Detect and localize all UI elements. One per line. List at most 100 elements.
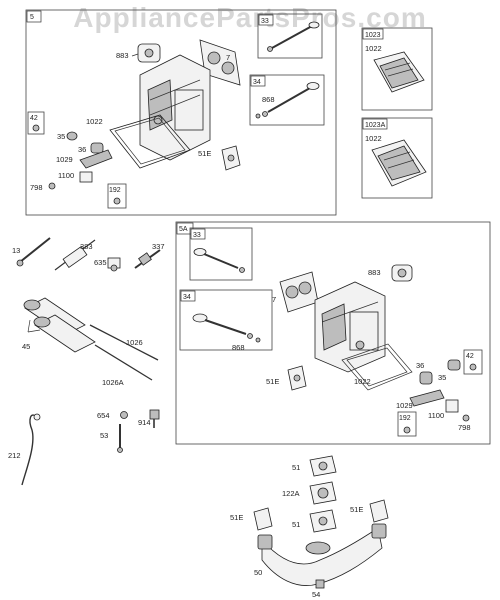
label-35-a: 35 [57, 132, 65, 141]
bolt-13 [16, 237, 51, 267]
gasket-883-b [391, 264, 413, 282]
label-1022-d: 1022 [354, 377, 371, 386]
callout-box-192-b [397, 411, 417, 437]
callout-33-a: 33 [261, 18, 269, 25]
cover-gasket-a [109, 114, 191, 169]
fitting-635 [107, 257, 121, 272]
group-1023-label: 1023 [365, 32, 381, 39]
label-1100-b: 1100 [428, 411, 444, 420]
callout-34-a: 34 [253, 79, 261, 86]
label-54: 54 [312, 590, 320, 599]
callout-tag-34-b [180, 290, 196, 302]
label-868-a: 868 [262, 95, 275, 104]
pushrod-1026 [89, 324, 159, 361]
label-1026: 1026 [126, 338, 143, 347]
callout-box-42-b [463, 349, 483, 375]
callout-192-b: 192 [399, 415, 411, 422]
screw-914 [149, 409, 160, 428]
callout-tag-33-b [190, 228, 206, 240]
wire-212 [21, 413, 41, 486]
callout-box-42-a [27, 111, 45, 135]
callout-34-b: 34 [183, 294, 191, 301]
gasket-51E-b [287, 365, 307, 391]
callout-tag-34-a [250, 75, 266, 87]
rocker-arm-a [79, 149, 113, 169]
group-5-label: 5 [30, 14, 34, 21]
spacer-122A [309, 481, 337, 505]
label-1029-b: 1029 [396, 401, 413, 410]
label-45: 45 [22, 342, 30, 351]
label-1022-a: 1022 [86, 117, 103, 126]
nut-192-a [113, 197, 121, 205]
label-50: 50 [254, 568, 262, 577]
label-654: 654 [97, 411, 110, 420]
spring-36-a [90, 142, 104, 154]
rocker-arm-b [409, 389, 445, 407]
label-7-b: 7 [272, 295, 276, 304]
bolt-798-b [462, 414, 470, 422]
label-883-a: 883 [116, 51, 129, 60]
label-1100-a: 1100 [58, 171, 74, 180]
pushrod-1026A [94, 344, 153, 381]
part-1100-b [445, 399, 459, 413]
label-883-b: 883 [368, 268, 381, 277]
nut-42-b [469, 363, 477, 371]
cylinder-head-b [314, 281, 386, 373]
nut-192-b [403, 426, 411, 434]
label-914: 914 [138, 418, 151, 427]
gasket-51E-c [253, 507, 273, 531]
cylinder-head-a [139, 54, 211, 161]
spring-35-b [447, 359, 461, 371]
label-51E-b: 51E [266, 377, 279, 386]
fitting-337 [134, 249, 161, 269]
callout-42-a: 42 [30, 115, 38, 122]
intake-manifold-50 [257, 523, 387, 586]
label-1022-b: 1022 [365, 44, 382, 53]
label-383: 383 [80, 242, 93, 251]
group-1023A-frame [361, 117, 433, 199]
group-5A-label: 5A [179, 226, 188, 233]
group-1023A-label: 1023A [365, 122, 386, 129]
head-gasket-b [279, 271, 319, 313]
group-1023A-tag [362, 118, 388, 130]
callout-33-b: 33 [193, 232, 201, 239]
label-1029-a: 1029 [56, 155, 73, 164]
label-635: 635 [94, 258, 107, 267]
label-798-b: 798 [458, 423, 471, 432]
callout-box-33-a [257, 13, 323, 59]
valve-part-b1 [193, 248, 245, 273]
label-7-a: 7 [226, 53, 230, 62]
callout-42-b: 42 [466, 353, 474, 360]
valve-part-b2 [192, 313, 261, 343]
label-51E-c: 51E [230, 513, 243, 522]
screw-54 [315, 579, 325, 589]
label-798-a: 798 [30, 183, 43, 192]
gasket-883-a [137, 43, 161, 63]
label-36-a: 36 [78, 145, 86, 154]
label-122A: 122A [282, 489, 300, 498]
gasket-51-bottom [309, 509, 337, 533]
label-1026A: 1026A [102, 378, 124, 387]
spring-36-b [419, 371, 433, 385]
group-5A-frame [175, 221, 491, 445]
pushrod-tubes-45 [23, 297, 96, 353]
callout-box-33-b [189, 227, 253, 281]
callout-192-a: 192 [109, 187, 121, 194]
gasket-51E-d [369, 499, 389, 523]
label-51-a: 51 [292, 463, 300, 472]
nut-42-a [32, 124, 40, 132]
callout-box-192-a [107, 183, 127, 209]
cover-gasket-b [341, 343, 413, 391]
nut-654 [120, 411, 128, 419]
label-35-b: 35 [438, 373, 446, 382]
callout-tag-33-a [258, 14, 274, 26]
valve-cover-1023 [373, 51, 425, 93]
group-5-frame [25, 9, 337, 216]
breather-383 [54, 239, 96, 271]
group-1023-frame [361, 27, 433, 111]
gasket-51-top [309, 455, 337, 477]
group-5A-tag [176, 222, 194, 235]
bolt-798-a [48, 182, 56, 190]
